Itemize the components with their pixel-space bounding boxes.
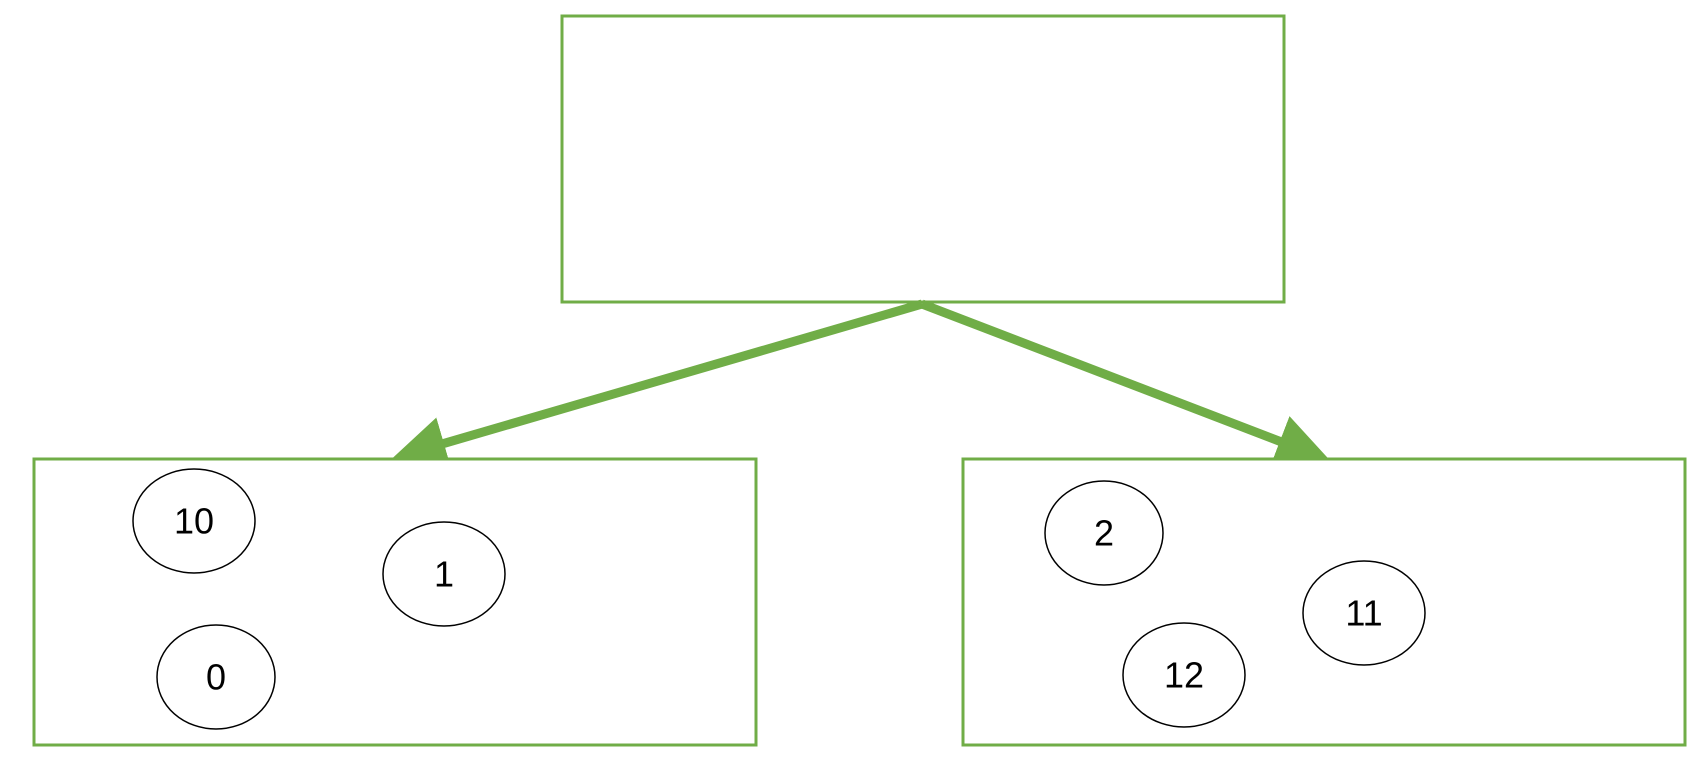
node-label: 10 [174,501,214,542]
left-node-10: 10 [132,468,256,574]
node-label: 0 [206,657,226,698]
arrow-to-right-group [920,299,1331,467]
node-label: 11 [1345,593,1382,634]
arrow-to-left-group [392,299,924,470]
right-node-12: 12 [1122,622,1246,728]
left-node-0: 0 [156,624,276,730]
node-label: 1 [434,554,454,595]
right-node-2: 2 [1044,480,1164,586]
node-label: 2 [1094,513,1114,554]
right-node-11: 11 [1302,560,1426,666]
root-box [560,14,1286,304]
node-label: 12 [1164,655,1204,696]
left-node-1: 1 [382,521,506,627]
